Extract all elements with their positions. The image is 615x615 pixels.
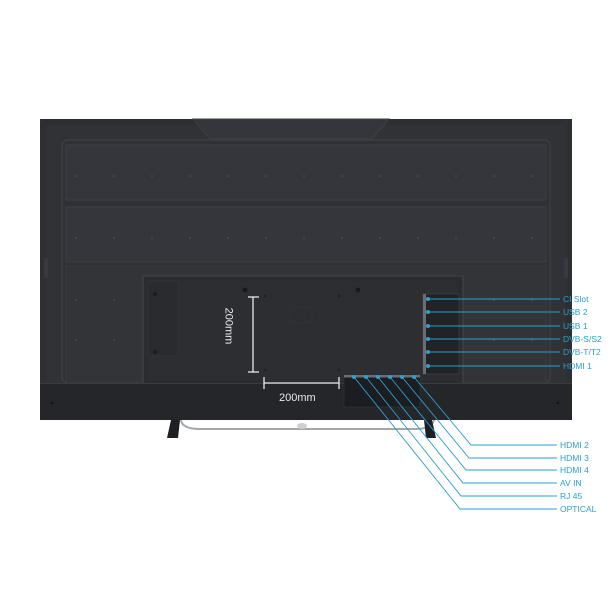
port-label-av-in: AV IN: [560, 478, 582, 488]
vesa-hole: [355, 287, 361, 293]
port-label-usb-2: USB 2: [563, 307, 588, 317]
tv-stand: [167, 419, 436, 438]
vesa-dimension-vertical: [248, 296, 259, 373]
bottom-bezel: [40, 383, 572, 420]
rear-panel-upper: [65, 144, 547, 201]
port-label-dvb-s: DVB-S/S2: [563, 334, 602, 344]
port-label-optical: OPTICAL: [560, 504, 597, 514]
vesa-horizontal-label: 200mm: [279, 392, 316, 404]
vesa-vertical-label: 200mm: [222, 307, 235, 345]
side-port-panel: [422, 293, 460, 375]
stand-leg-right: [424, 420, 436, 438]
port-label-hdmi-2: HDMI 2: [560, 440, 589, 450]
vesa-hole: [242, 287, 248, 293]
side-port-callouts: [425, 296, 560, 369]
vesa-recess: [142, 275, 464, 385]
top-notch: [191, 118, 391, 140]
port-label-hdmi-1: HDMI 1: [563, 361, 592, 371]
vesa-dimension-horizontal: [263, 377, 340, 389]
bottom-port-callouts: [351, 374, 557, 510]
panel-dots: [75, 175, 533, 341]
port-label-dvb-t: DVB-T/T2: [563, 347, 601, 357]
stand-leg-left: [167, 420, 180, 438]
port-label-usb-1: USB 1: [563, 321, 588, 331]
port-label-ci-slot: CI Slot: [563, 294, 589, 304]
port-label-rj45: RJ 45: [560, 491, 583, 501]
rear-panel-middle: [65, 206, 547, 263]
port-label-hdmi-4: HDMI 4: [560, 465, 589, 475]
port-label-hdmi-3: HDMI 3: [560, 453, 589, 463]
bottom-port-panel: [343, 374, 421, 408]
